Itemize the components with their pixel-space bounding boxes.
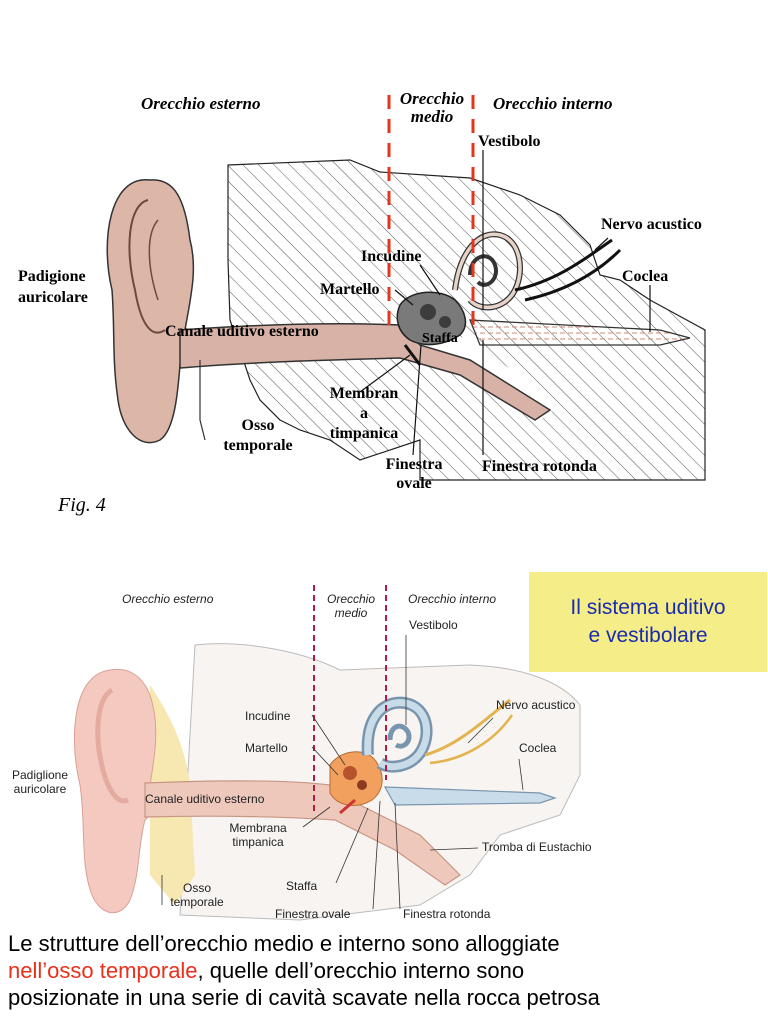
fig1-membrana-line2: a [360, 405, 368, 422]
fig1-staffa: Staffa [422, 331, 458, 346]
fig1-figure-label: Fig. 4 [58, 494, 106, 516]
title-banner: Il sistema uditivo e vestibolare [529, 572, 767, 672]
fig2-membrana-line1: Membrana [229, 821, 287, 835]
fig1-osso-line2: temporale [223, 437, 293, 454]
fig1-header-outer: Orecchio esterno [141, 94, 261, 113]
ear-diagram-bw [106, 95, 706, 481]
fig1-finestra-ovale: Finestra ovale [374, 455, 454, 493]
fig1-padiglione: Padigione auricolare [18, 266, 88, 308]
fig2-header-middle-line2: medio [334, 606, 368, 620]
fig2-osso-temporale: Osso temporale [162, 881, 232, 909]
caption-line2: nell’osso temporale, quelle dell’orecchi… [8, 957, 768, 984]
fig2-padiglione-line2: auricolare [13, 782, 67, 796]
fig1-header-middle: Orecchio medio [392, 90, 472, 126]
fig1-canale: Canale uditivo esterno [165, 323, 319, 340]
fig2-canale: Canale uditivo esterno [145, 792, 265, 806]
fig2-header-outer: Orecchio esterno [122, 592, 214, 606]
fig1-osso-temporale: Osso temporale [210, 416, 306, 456]
caption-line3: posizionate in una serie di cavità scava… [8, 985, 600, 1010]
fig2-staffa: Staffa [286, 879, 318, 893]
fig2-osso-line2: temporale [170, 895, 224, 909]
fig1-membrana-line3: timpanica [329, 425, 399, 442]
fig1-membrana: Membran a timpanica [314, 384, 414, 444]
fig2-header-inner: Orecchio interno [408, 592, 497, 606]
fig1-header-inner: Orecchio interno [493, 94, 613, 113]
fig1-finestra-ovale-line1: Finestra [385, 456, 443, 473]
banner-line2: e vestibolare [588, 624, 708, 647]
caption-line2-rest: , quelle dell’orecchio interno sono [197, 958, 525, 983]
fig2-coclea: Coclea [519, 741, 557, 755]
fig1-header-middle-line1: Orecchio [399, 89, 465, 108]
fig2-tromba: Tromba di Eustachio [482, 840, 592, 854]
fig1-vestibolo: Vestibolo [478, 133, 541, 150]
fig2-padiglione: Padiglione auricolare [4, 768, 76, 796]
fig2-padiglione-line1: Padiglione [11, 768, 69, 782]
ear-diagram-color [73, 585, 581, 921]
fig2-vestibolo: Vestibolo [409, 618, 458, 632]
fig1-header-middle-line2: medio [410, 107, 454, 126]
fig1-incudine: Incudine [361, 248, 422, 265]
fig1-nervo-acustico: Nervo acustico [601, 216, 702, 233]
fig1-martello: Martello [320, 281, 380, 298]
fig1-finestra-rotonda: Finestra rotonda [482, 458, 597, 475]
fig2-membrana: Membrana timpanica [223, 821, 293, 849]
fig1-membrana-line1: Membran [329, 385, 399, 402]
fig1-coclea: Coclea [622, 268, 669, 285]
fig1-finestra-ovale-line2: ovale [396, 475, 432, 492]
caption-line1: Le strutture dell’orecchio medio e inter… [8, 931, 560, 956]
fig1-padiglione-line2: auricolare [18, 289, 88, 306]
caption-highlight: nell’osso temporale [8, 958, 198, 983]
caption-text: Le strutture dell’orecchio medio e inter… [8, 930, 768, 1011]
fig1-osso-line1: Osso [241, 417, 275, 434]
fig2-membrana-line2: timpanica [232, 835, 284, 849]
fig2-finestra-ovale: Finestra ovale [275, 907, 351, 921]
fig2-incudine: Incudine [245, 709, 291, 723]
fig1-padiglione-line1: Padigione [18, 268, 86, 285]
fig2-martello: Martello [245, 741, 288, 755]
fig2-header-middle-line1: Orecchio [326, 592, 376, 606]
fig2-nervo-acustico: Nervo acustico [496, 698, 576, 712]
fig2-finestra-rotonda: Finestra rotonda [403, 907, 491, 921]
fig2-osso-line1: Osso [182, 881, 211, 895]
fig2-header-middle: Orecchio medio [318, 592, 384, 620]
banner-line1: Il sistema uditivo [570, 596, 726, 619]
